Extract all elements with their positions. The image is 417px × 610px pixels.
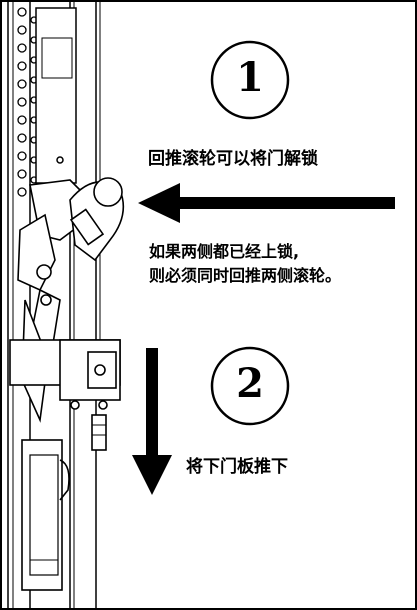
mid-bracket <box>9 339 121 451</box>
step2-circle <box>210 346 290 426</box>
step1-number: 1 <box>236 54 264 101</box>
note-line2: 则必须同时回推两侧滚轮。 <box>149 266 342 285</box>
push-down-arrow <box>132 348 172 495</box>
lower-latch <box>21 439 70 591</box>
step1-circle <box>210 40 290 120</box>
push-back-arrow <box>138 183 395 223</box>
note-line1: 如果两侧都已经上锁, <box>149 242 300 261</box>
chain-illustration <box>17 7 38 197</box>
upper-plate <box>35 7 77 184</box>
step2-instruction: 将下门板推下 <box>186 457 288 477</box>
step1-instruction: 回推滚轮可以将门解锁 <box>148 149 318 169</box>
step2-number: 2 <box>236 360 264 407</box>
